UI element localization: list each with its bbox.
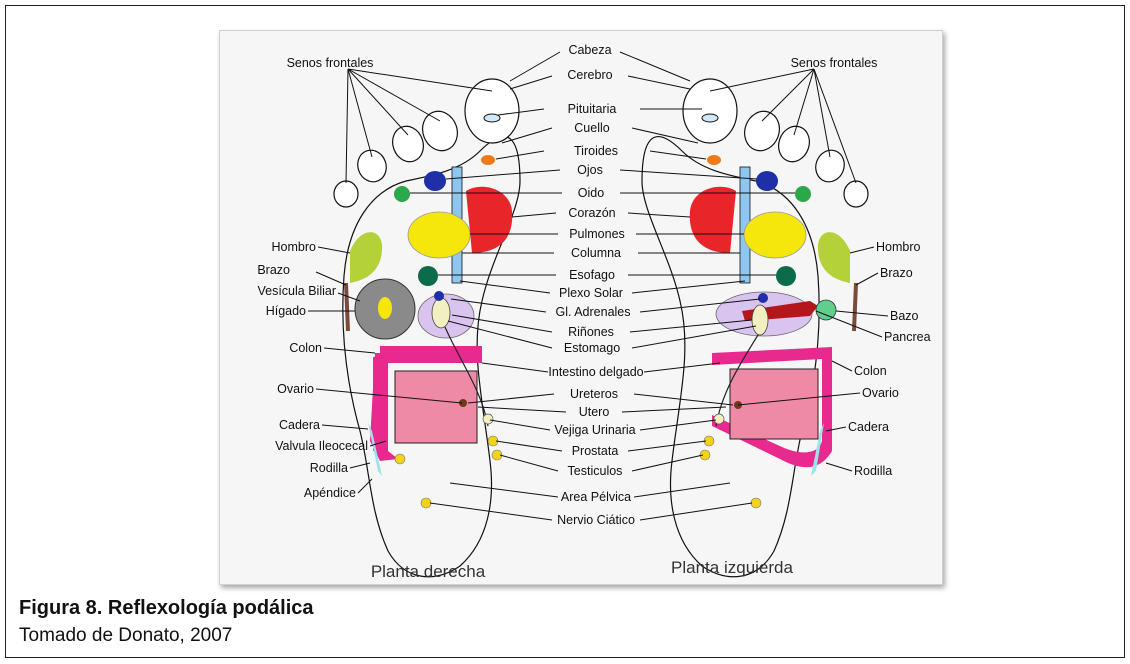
right-ear-point xyxy=(795,186,811,202)
label-vesicula-biliar: Vesícula Biliar xyxy=(257,284,336,298)
left-kidney xyxy=(432,298,450,328)
label-corazon: Corazón xyxy=(568,206,615,220)
label-hombro-right: Hombro xyxy=(876,240,921,254)
label-pulmones: Pulmones xyxy=(569,227,625,241)
label-oido: Oido xyxy=(578,186,604,200)
left-toe-2 xyxy=(417,106,463,155)
right-eye-point xyxy=(756,171,778,191)
label-testiculos: Testiculos xyxy=(568,464,623,478)
label-plexo-solar: Plexo Solar xyxy=(559,286,623,300)
label-brazo-left: Brazo xyxy=(257,263,290,277)
label-higado: Hígado xyxy=(266,304,306,318)
left-thyroid xyxy=(481,155,495,165)
left-toe-5 xyxy=(334,181,358,207)
label-pituitaria: Pituitaria xyxy=(568,102,617,116)
left-arm-line xyxy=(346,283,348,331)
left-adrenal xyxy=(434,291,444,301)
left-toe-4 xyxy=(353,146,390,186)
right-kidney xyxy=(752,305,768,335)
label-intestino-delgado: Intestino delgado xyxy=(548,365,643,379)
label-ovario-left: Ovario xyxy=(277,382,314,396)
label-ureteros: Ureteros xyxy=(570,387,618,401)
right-arm-line xyxy=(854,283,856,331)
right-toe-2 xyxy=(739,106,785,155)
right-heart xyxy=(690,187,736,253)
left-bladder xyxy=(483,414,493,424)
label-cabeza: Cabeza xyxy=(568,43,611,57)
label-pancrea: Pancrea xyxy=(884,330,931,344)
right-spleen xyxy=(816,300,836,320)
label-apendice: Apéndice xyxy=(304,486,356,500)
label-cadera-right: Cadera xyxy=(848,420,889,434)
right-thyroid xyxy=(707,155,721,165)
label-esofago: Esofago xyxy=(569,268,615,282)
label-gl-adrenales: Gl. Adrenales xyxy=(555,305,630,319)
label-utero: Utero xyxy=(579,405,610,419)
left-lungs xyxy=(408,212,470,258)
label-estomago: Estomago xyxy=(564,341,620,355)
foot-titles: Planta derecha Planta izquierda xyxy=(371,558,794,581)
label-colon-left: Colon xyxy=(289,341,322,355)
left-gallbladder xyxy=(378,297,392,319)
left-foot xyxy=(334,79,520,577)
label-cuello: Cuello xyxy=(574,121,609,135)
left-pituitary xyxy=(484,114,500,122)
right-sciatic-point xyxy=(751,498,761,508)
label-rodilla-left: Rodilla xyxy=(310,461,348,475)
figure-caption-title: Figura 8. Reflexología podálica xyxy=(19,597,314,620)
label-cerebro: Cerebro xyxy=(567,68,612,82)
left-ear-point xyxy=(394,186,410,202)
label-senos-frontales-right: Senos frontales xyxy=(791,56,878,70)
label-valvula-ileocecal: Valvula Ileocecal xyxy=(275,439,368,453)
center-labels: Cabeza Cerebro Pituitaria Cuello Tiroide… xyxy=(548,43,643,527)
right-adrenal xyxy=(758,293,768,303)
label-senos-frontales-left: Senos frontales xyxy=(287,56,374,70)
label-prostata: Prostata xyxy=(572,444,619,458)
right-toe-4 xyxy=(811,146,848,186)
right-pituitary xyxy=(702,114,718,122)
label-ojos: Ojos xyxy=(577,163,603,177)
figure-caption-source: Tomado de Donato, 2007 xyxy=(19,625,232,647)
figure-frame: Cabeza Cerebro Pituitaria Cuello Tiroide… xyxy=(5,5,1125,658)
left-eye-point xyxy=(424,171,446,191)
right-lungs xyxy=(744,212,806,258)
label-colon-right: Colon xyxy=(854,364,887,378)
label-brazo-right: Brazo xyxy=(880,266,913,280)
right-bladder xyxy=(714,414,724,424)
label-bazo: Bazo xyxy=(890,309,919,323)
label-rodilla-right: Rodilla xyxy=(854,464,892,478)
left-heart xyxy=(466,187,512,253)
label-nervio-ciatico: Nervio Ciático xyxy=(557,513,635,527)
label-ovario-right: Ovario xyxy=(862,386,899,400)
label-planta-izquierda: Planta izquierda xyxy=(671,558,793,577)
label-columna: Columna xyxy=(571,246,621,260)
reflexology-diagram: Cabeza Cerebro Pituitaria Cuello Tiroide… xyxy=(220,31,942,584)
label-tiroides: Tiroides xyxy=(574,144,618,158)
right-shoulder xyxy=(818,232,850,283)
right-big-toe xyxy=(683,79,737,143)
reflexology-figure: Cabeza Cerebro Pituitaria Cuello Tiroide… xyxy=(219,30,943,585)
left-shoulder xyxy=(350,232,382,283)
label-hombro-left: Hombro xyxy=(272,240,317,254)
right-toe-5 xyxy=(844,181,868,207)
label-vejiga-urinaria: Vejiga Urinaria xyxy=(554,423,635,437)
right-esophagus xyxy=(776,266,796,286)
left-esophagus xyxy=(418,266,438,286)
label-rinones: Riñones xyxy=(568,325,614,339)
left-appendix-point xyxy=(395,454,405,464)
left-sciatic-point xyxy=(421,498,431,508)
left-small-intestine xyxy=(395,371,477,443)
label-area-pelvica: Area Pélvica xyxy=(561,490,631,504)
label-planta-derecha: Planta derecha xyxy=(371,562,486,581)
label-cadera-left: Cadera xyxy=(279,418,320,432)
